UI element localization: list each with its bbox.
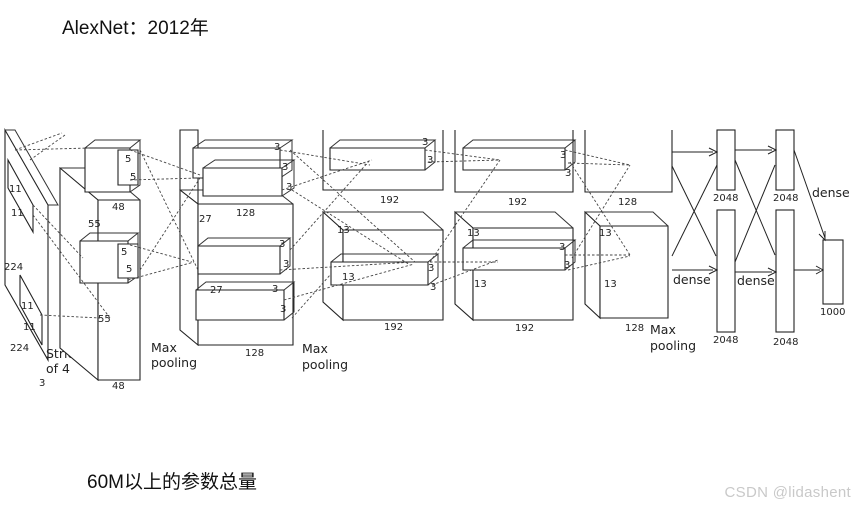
conv3-kernel-b: 3 <box>427 155 433 166</box>
dense2-units-top: 2048 <box>773 193 798 204</box>
conv2-kernel-d: 3 <box>279 239 285 250</box>
dense-label-1: dense <box>673 272 711 287</box>
input-kernel-label-low: 11 <box>21 301 34 312</box>
conv4-kernel-b: 3 <box>565 168 571 179</box>
pool2-label-line1: Max <box>302 341 328 356</box>
conv1-depth-bottom: 48 <box>112 381 125 392</box>
conv2-kernel-a: 3 <box>274 142 280 153</box>
input-kernel-label-mid: 11 <box>11 208 24 219</box>
conv2-size-bottom: 27 <box>210 285 223 296</box>
conv4-layer: 3 3 3 3 192 192 13 13 <box>454 130 577 334</box>
conv1-kernel-bottom-b: 5 <box>126 264 132 275</box>
conv3-depth-top: 192 <box>380 195 399 206</box>
pool1-label-line2: pooling <box>151 355 197 370</box>
conv3-kernel-d: 3 <box>430 282 436 293</box>
output-block <box>822 239 844 305</box>
conv3-layer: 3 3 3 3 192 192 13 13 <box>322 130 444 333</box>
conv5-depth-bottom: 128 <box>625 323 644 334</box>
conv2-kernel-e: 3 <box>283 259 289 270</box>
dense-label-2: dense <box>737 273 775 288</box>
conv4-depth-top: 192 <box>508 197 527 208</box>
conv3-depth-bottom: 192 <box>384 322 403 333</box>
conv3-kernel-c: 3 <box>428 263 434 274</box>
pool1-label-line1: Max <box>151 340 177 355</box>
dense1-units-bottom: 2048 <box>713 335 738 346</box>
conv2-kernel-f: 3 <box>272 284 278 295</box>
conv1-size-top: 55 <box>88 219 101 230</box>
dense1-top-block <box>716 129 736 191</box>
conv1-kernel-bottom-a: 5 <box>121 247 127 258</box>
conv5-size-top: 13 <box>599 228 612 239</box>
dense2-bottom-block <box>775 209 795 333</box>
dense1-bottom-block <box>716 209 736 333</box>
conv2-kernel-c: 3 <box>286 182 292 193</box>
dense1-units-top: 2048 <box>713 193 738 204</box>
conv2-depth-bottom: 128 <box>245 348 264 359</box>
input-kernel-label-bottom: 11 <box>23 322 36 333</box>
conv4-kernel-a: 3 <box>560 150 566 161</box>
conv2-layer: 3 3 3 3 3 3 3 128 128 27 27 Max pooling <box>179 129 348 372</box>
dense2-units-bottom: 2048 <box>773 337 798 348</box>
conv5-depth-top: 128 <box>618 197 637 208</box>
conv3-size-top: 13 <box>337 225 350 236</box>
pool2-label-line2: pooling <box>302 357 348 372</box>
input-size-label-bottom: 224 <box>10 343 29 354</box>
output-units: 1000 <box>820 307 845 318</box>
stride-label-line2: of 4 <box>46 361 70 376</box>
pool3-label-line1: Max <box>650 322 676 337</box>
input-channels-label: 3 <box>39 378 45 389</box>
conv2-kernel-g: 3 <box>280 304 286 315</box>
conv4-size-bottom: 13 <box>474 279 487 290</box>
conv2-size-top: 27 <box>199 214 212 225</box>
conv1-depth-top: 48 <box>112 202 125 213</box>
conv4-kernel-d: 3 <box>564 260 570 271</box>
watermark: CSDN @lidashent <box>724 484 851 501</box>
conv4-size-top: 13 <box>467 228 480 239</box>
dense-label-3: dense <box>812 185 850 200</box>
pool3-label-line2: pooling <box>650 338 696 353</box>
connection-lines <box>14 132 631 319</box>
conv1-kernel-top-b: 5 <box>130 172 136 183</box>
conv3-size-bottom: 13 <box>342 272 355 283</box>
conv1-size-bottom: 55 <box>98 314 111 325</box>
dense-layers: 2048 2048 2048 2048 1000 dense dense den… <box>671 129 850 348</box>
input-kernel-label-top: 11 <box>9 184 22 195</box>
conv2-kernel-b: 3 <box>282 162 288 173</box>
dense2-top-block <box>775 129 795 191</box>
conv5-layer: 128 128 13 13 Max pooling <box>584 130 696 353</box>
input-size-label: 224 <box>4 262 23 273</box>
conv4-depth-bottom: 192 <box>515 323 534 334</box>
conv2-depth-top: 128 <box>236 208 255 219</box>
conv3-kernel-a: 3 <box>422 137 428 148</box>
conv5-size-bottom: 13 <box>604 279 617 290</box>
conv1-kernel-top-a: 5 <box>125 154 131 165</box>
parameter-count-text: 60M以上的参数总量 <box>87 472 257 493</box>
conv1-layer: 5 5 5 5 48 48 55 55 Max pooling <box>59 139 197 392</box>
page-title: AlexNet：2012年 <box>62 18 209 39</box>
conv4-kernel-c: 3 <box>559 242 565 253</box>
